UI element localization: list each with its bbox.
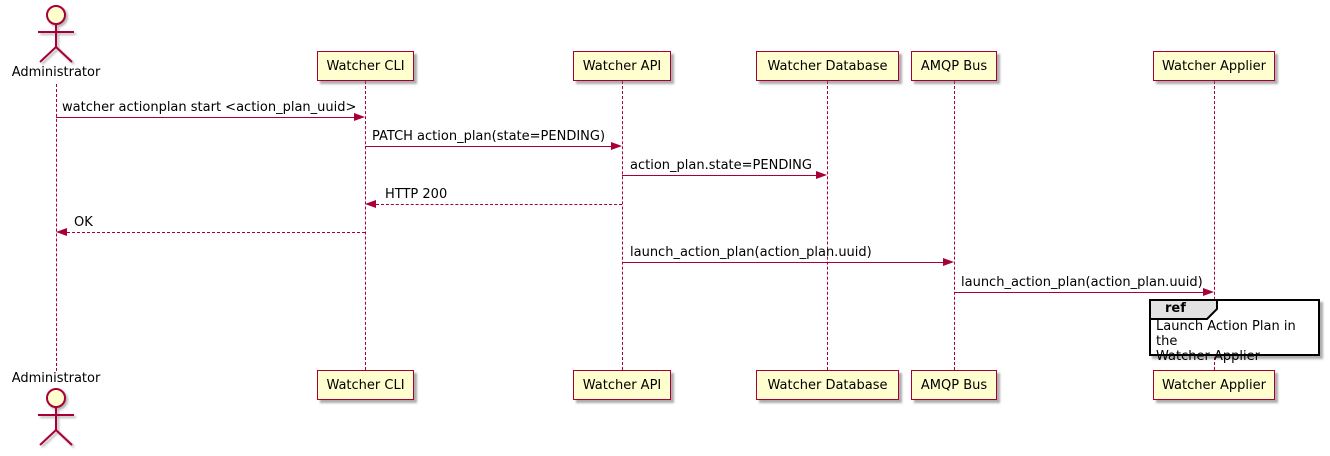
message-label: action_plan.state=PENDING — [630, 158, 812, 173]
participant-watcher-applier-bottom: Watcher Applier — [1153, 370, 1275, 400]
actor-administrator-top-label: Administrator — [11, 65, 101, 80]
message-line — [622, 174, 816, 176]
arrowhead-icon — [354, 112, 365, 121]
message-label: HTTP 200 — [385, 187, 448, 202]
arrowhead-icon — [1203, 287, 1214, 296]
ref-text: Launch Action Plan in the Watcher Applie… — [1156, 319, 1296, 364]
message-label: OK — [74, 215, 93, 230]
arrowhead-icon — [365, 199, 376, 208]
message-line — [622, 261, 943, 263]
message-label: watcher actionplan start <action_plan_uu… — [62, 100, 357, 115]
arrowhead-icon — [816, 170, 827, 179]
message-line — [365, 145, 611, 147]
participant-watcher-applier-top: Watcher Applier — [1153, 51, 1275, 81]
message-line — [67, 231, 365, 233]
arrowhead-icon — [56, 227, 67, 236]
lifeline-watcher-api — [621, 81, 623, 370]
message-line — [56, 116, 354, 118]
ref-header-pentagon-icon — [1149, 299, 1218, 320]
message-line — [376, 203, 622, 205]
participant-amqp-bus-bottom: AMQP Bus — [911, 370, 997, 400]
actor-administrator-bottom-label: Administrator — [11, 371, 101, 386]
participant-watcher-database-top: Watcher Database — [756, 51, 899, 81]
message-label: launch_action_plan(action_plan.uuid) — [961, 275, 1203, 290]
participant-amqp-bus-top: AMQP Bus — [911, 51, 997, 81]
message-line — [954, 291, 1203, 293]
actor-administrator-top-icon — [38, 5, 74, 63]
lifeline-amqp-bus — [953, 81, 955, 370]
participant-watcher-database-bottom: Watcher Database — [756, 370, 899, 400]
lifeline-watcher-cli — [364, 81, 366, 370]
lifeline-watcher-database — [826, 81, 828, 370]
participant-watcher-api-top: Watcher API — [573, 51, 671, 81]
actor-administrator-bottom-icon — [38, 388, 74, 446]
arrowhead-icon — [611, 141, 622, 150]
message-label: launch_action_plan(action_plan.uuid) — [630, 245, 872, 260]
ref-keyword: ref — [1165, 301, 1186, 316]
participant-watcher-cli-bottom: Watcher CLI — [317, 370, 414, 400]
lifeline-watcher-applier — [1213, 81, 1215, 370]
message-label: PATCH action_plan(state=PENDING) — [372, 129, 606, 144]
ref-fragment: ref Launch Action Plan in the Watcher Ap… — [1149, 299, 1320, 364]
participant-watcher-api-bottom: Watcher API — [573, 370, 671, 400]
participant-watcher-cli-top: Watcher CLI — [317, 51, 414, 81]
arrowhead-icon — [943, 257, 954, 266]
